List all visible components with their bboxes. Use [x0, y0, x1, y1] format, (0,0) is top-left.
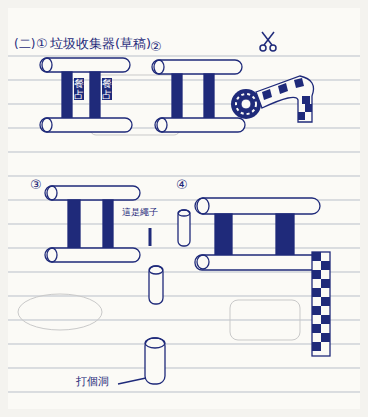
part-note: 餐占 [102, 78, 112, 100]
hole-note: 打個洞 [76, 376, 109, 388]
notebook-page [8, 8, 360, 409]
drawing-step-2 [152, 60, 245, 132]
step-number: ① [36, 37, 48, 51]
drawing-step-3 [45, 186, 165, 384]
drawing-step-4 [178, 198, 330, 356]
drawing-step-1 [40, 58, 132, 132]
scissors-icon [260, 32, 276, 51]
ruled-lines [8, 56, 360, 392]
step-number: ④ [176, 178, 188, 192]
section-number: (二) [14, 38, 35, 51]
sketch-title: 垃圾收集器(草稿) [50, 37, 151, 51]
step-number: ③ [30, 178, 42, 192]
part-note: 餐占 [74, 78, 84, 100]
step-number: ② [150, 40, 162, 54]
rope-note: 這是繩子 [122, 208, 158, 218]
tape-roll [231, 76, 314, 122]
